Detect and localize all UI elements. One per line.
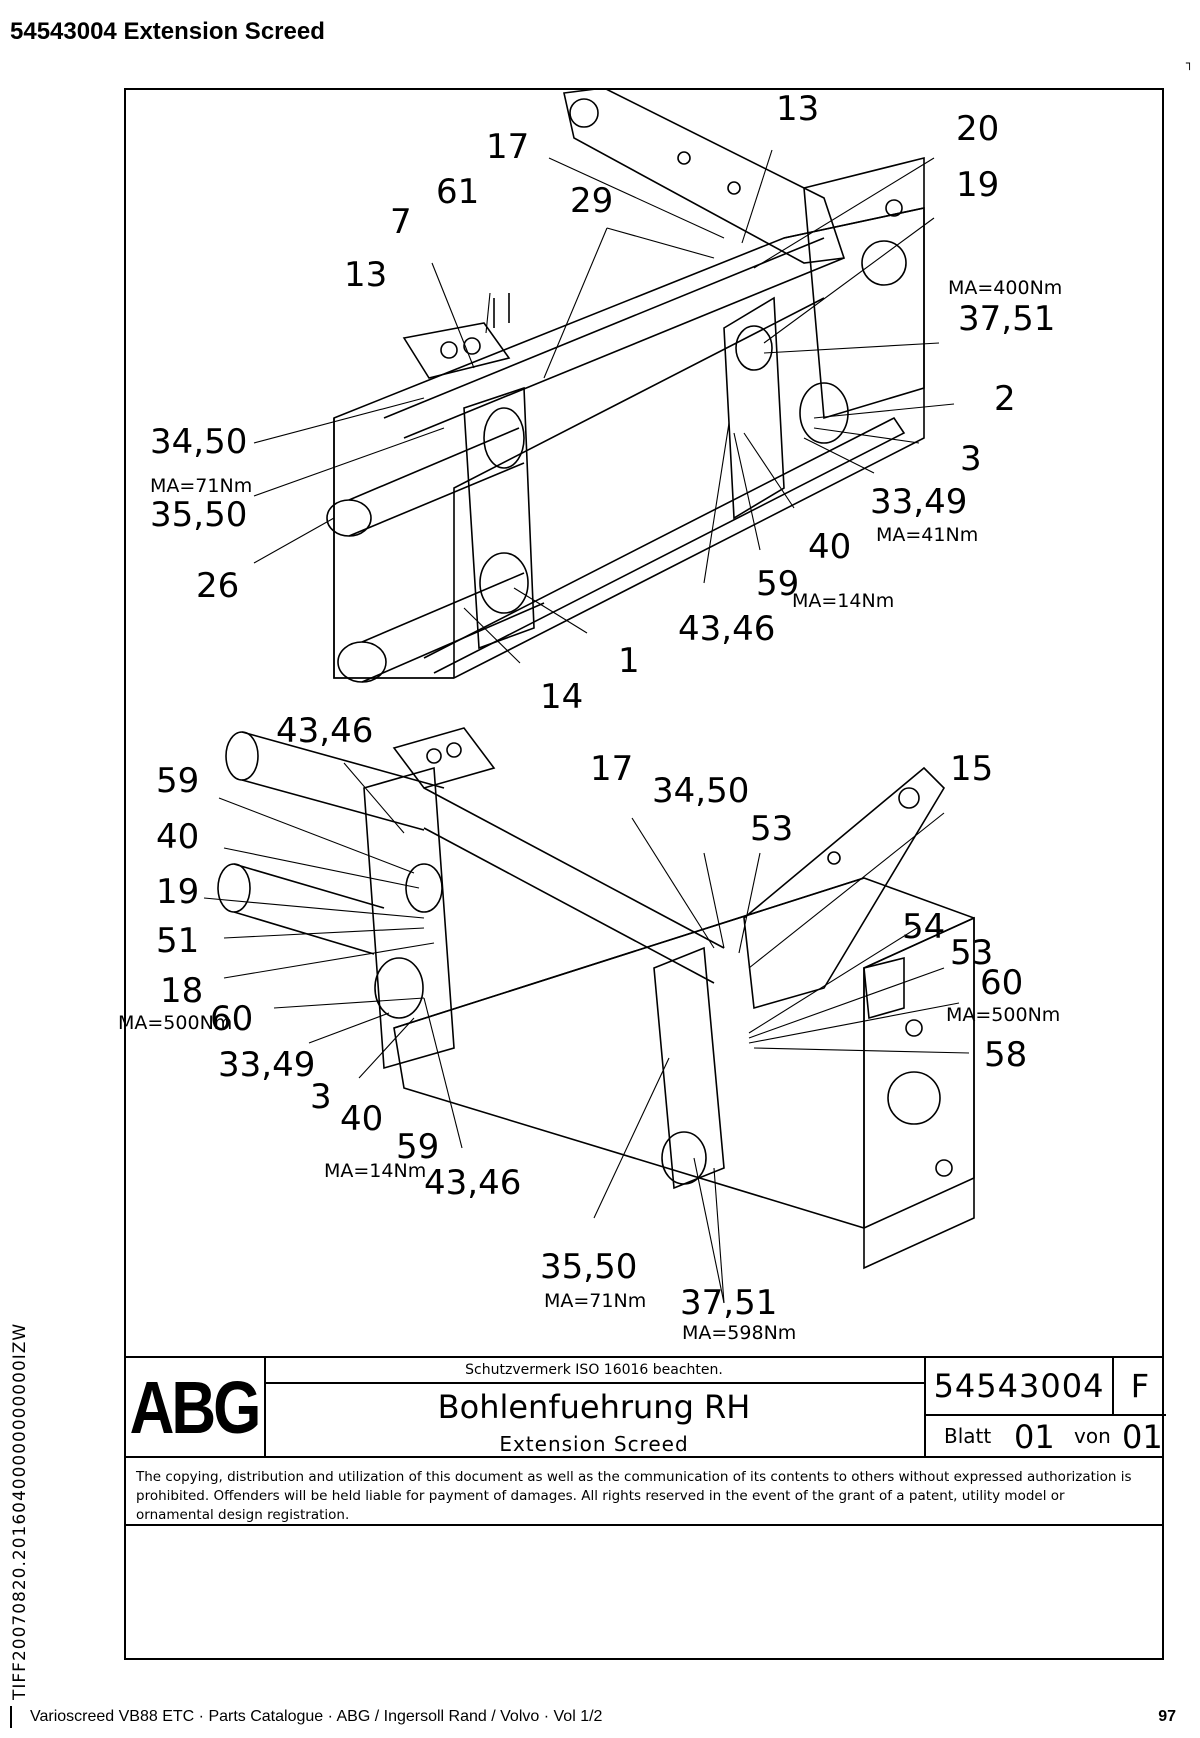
callout-15-bottom: 15 [950,749,994,789]
callout-17-bottom: 17 [590,749,634,789]
drawing-title: Bohlenfuehrung RH [437,1388,751,1426]
top-assembly [326,88,925,683]
callout-59-bottom-a: 59 [156,761,200,801]
callout-13b-top: 13 [344,255,388,295]
callout-37-51-top: 37,51 [958,299,1056,339]
drawing-info: 54543004 F Blatt 01 von 01 [924,1358,1166,1458]
callout-43-46-top: 43,46 [678,609,776,649]
callout-59-top: 59 [756,564,800,604]
drawing-subtitle: Extension Screed [499,1432,689,1456]
callout-19-top: 19 [956,165,1000,205]
callout-53-bottom-b: 53 [950,933,994,973]
title-block-divider [124,1456,1164,1458]
callout-3-top: 3 [960,439,982,479]
callout-53-bottom-a: 53 [750,809,794,849]
callout-40-bottom-b: 40 [340,1099,384,1139]
callout-54-bottom: 54 [902,907,946,947]
torque-71-bottom: MA=71Nm [544,1290,647,1312]
torque-500-left: MA=500Nm [118,1012,233,1034]
torque-14-bottom: MA=14Nm [324,1160,427,1182]
callout-17-top: 17 [486,127,530,167]
drawing-frame [124,88,1164,1660]
callout-40-top: 40 [808,527,852,567]
callout-60-bottom-b: 60 [980,963,1024,1003]
callout-29-top: 29 [570,181,614,221]
callout-40-bottom-a: 40 [156,817,200,857]
torque-500-right: MA=500Nm [946,1004,1061,1026]
title-block: ABG Schutzvermerk ISO 16016 beachten. Bo… [124,1356,1166,1458]
exploded-assembly-drawing [203,88,975,1304]
footer-catalogue-info: Varioscreed VB88 ETC · Parts Catalogue ·… [30,1708,603,1725]
callout-33-49-bottom: 33,49 [218,1045,316,1085]
of-label: von [1074,1424,1111,1448]
callout-7-top: 7 [390,202,412,242]
callout-13-top: 13 [776,89,820,129]
callout-34-50-bottom: 34,50 [652,771,750,811]
torque-598: MA=598Nm [682,1322,797,1344]
callout-1-top: 1 [618,641,640,681]
callout-51-bottom: 51 [156,921,200,961]
callout-34-50-top: 34,50 [150,422,248,462]
callout-26-top: 26 [196,566,240,606]
sheet-value: 01 [1014,1418,1055,1456]
torque-71-top: MA=71Nm [150,475,253,497]
copyright-notice: The copying, distribution and utilizatio… [136,1469,1132,1523]
callout-43-46-bottom-a: 43,46 [276,711,374,751]
callout-58-bottom: 58 [984,1035,1028,1075]
torque-14-top: MA=14Nm [792,590,895,612]
callout-2-top: 2 [994,379,1016,419]
abg-logo: ABG [124,1358,266,1458]
callout-43-46-bottom-b: 43,46 [424,1163,522,1203]
bottom-assembly [217,727,975,1270]
side-code: TIFF20070820.20160400000000000IZW [10,1322,30,1700]
callout-61-top: 61 [436,172,480,212]
callout-33-49-top: 33,49 [870,482,968,522]
page-number: 97 [1158,1708,1176,1725]
torque-400: MA=400Nm [948,277,1063,299]
callout-20-top: 20 [956,109,1000,149]
revision: F [1114,1358,1166,1416]
sheet-label: Blatt [944,1424,992,1448]
footer-tick [10,1706,12,1728]
callout-3-bottom: 3 [310,1077,332,1117]
callout-18-bottom: 18 [160,971,204,1011]
torque-41: MA=41Nm [876,524,979,546]
callout-19-bottom: 19 [156,872,200,912]
callout-35-50-bottom: 35,50 [540,1247,638,1287]
callout-14-top: 14 [540,677,584,717]
corner-mark: ┐ [1186,56,1194,70]
callout-59-bottom-b: 59 [396,1127,440,1167]
of-value: 01 [1122,1418,1163,1456]
callout-35-50-top: 35,50 [150,495,248,535]
callout-60-bottom-a: 60 [210,999,254,1039]
leader-lines [203,149,970,1304]
copyright-box [124,1458,1164,1526]
drawing-number: 54543004 [926,1358,1114,1416]
iso-notice: Schutzvermerk ISO 16016 beachten. [264,1358,924,1384]
page-title: 54543004 Extension Screed [10,18,325,45]
callout-37-51-bottom: 37,51 [680,1283,778,1323]
